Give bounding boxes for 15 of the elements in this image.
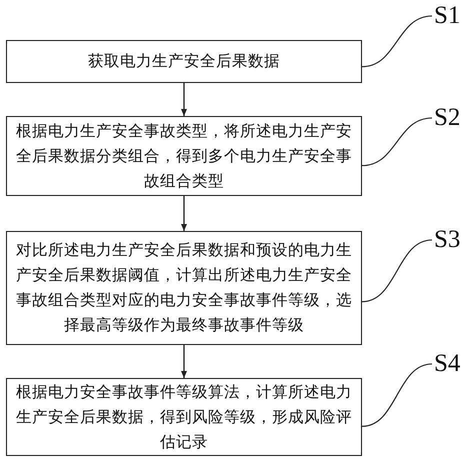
arrow — [181, 196, 187, 231]
step-label: S1 — [434, 2, 460, 30]
leader-line — [362, 239, 432, 302]
leader-line — [362, 117, 432, 166]
step-label: S3 — [434, 226, 460, 254]
leader-line — [362, 363, 432, 427]
step-label: S2 — [434, 104, 460, 132]
process-box: 获取电力生产安全后果数据 — [6, 40, 362, 83]
leader-line — [362, 15, 432, 68]
step-label: S4 — [434, 350, 460, 378]
process-box: 根据电力安全事故事件等级算法，计算所述电力生产安全后果数据，得到风险等级，形成风险评估记录 — [6, 378, 362, 456]
arrow — [181, 83, 187, 116]
arrow — [181, 345, 187, 378]
process-box: 对比所述电力生产安全后果数据和预设的电力生产安全后果数据阈值，计算出所述电力生产安全事故组合类型对应的电力安全事故事件等级，选择最高等级作为最终事故事件等级 — [6, 231, 362, 345]
process-box: 根据电力生产安全事故类型，将所述电力生产安全后果数据分类组合，得到多个电力生产安全事故组合类型 — [6, 116, 362, 196]
